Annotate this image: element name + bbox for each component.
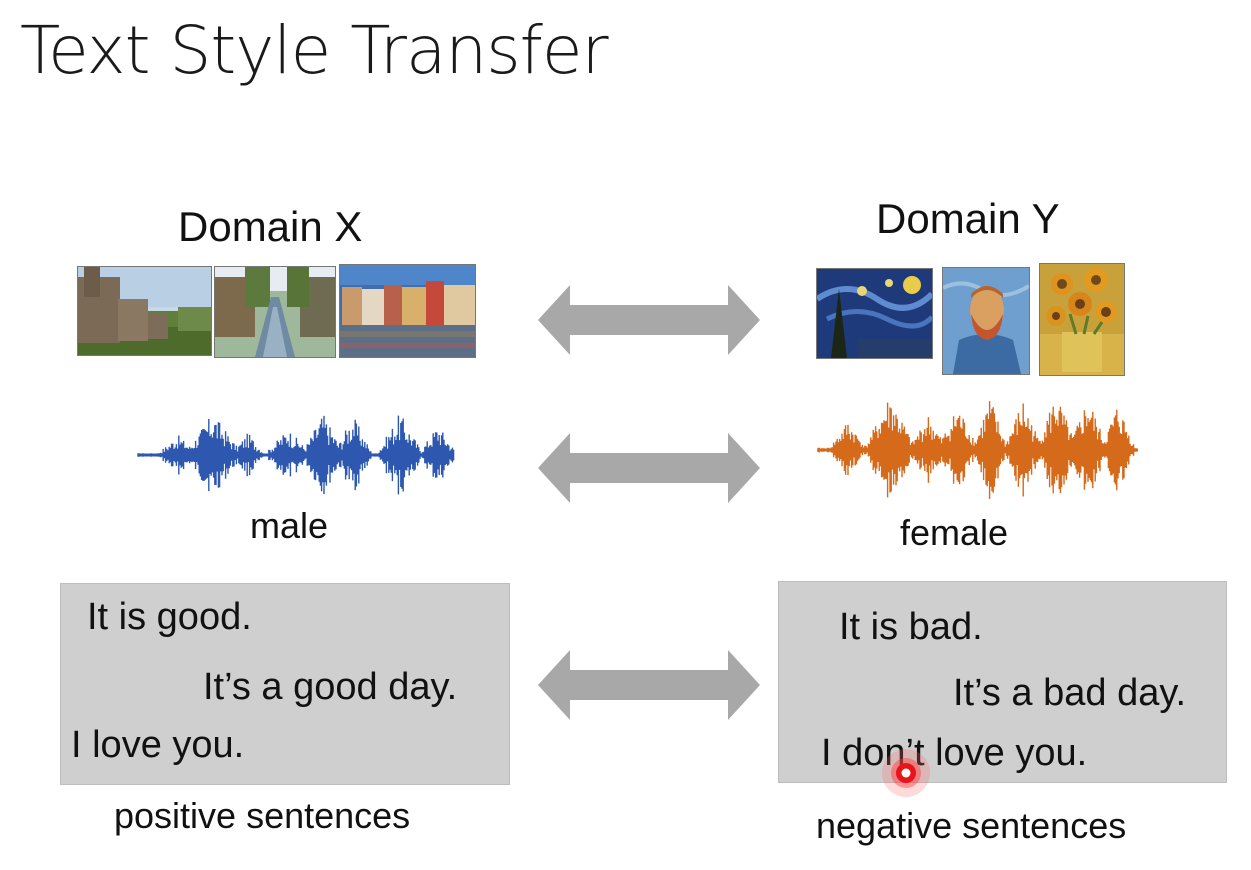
sentence: It is bad. (839, 606, 983, 648)
positive-caption: positive sentences (114, 795, 411, 836)
domain-x-heading: Domain X (178, 203, 363, 250)
male-waveform (137, 415, 455, 495)
negative-sentences-box: It is bad. It’s a bad day. I don’t love … (778, 581, 1227, 783)
female-label: female (900, 512, 1009, 553)
sunflowers-painting (1039, 263, 1125, 376)
canal-photo (214, 266, 336, 358)
double-arrow-icon (538, 650, 760, 720)
castle-photo (77, 266, 212, 356)
sentence: It’s a bad day. (953, 672, 1187, 714)
positive-sentences-box: It is good. It’s a good day. I love you. (60, 583, 510, 785)
laser-pointer-icon (882, 749, 930, 797)
self-portrait-painting (942, 267, 1030, 375)
sentence: I don’t love you. (821, 732, 1088, 774)
starry-night-painting (816, 268, 933, 359)
harbor-town-photo (339, 264, 476, 358)
slide-title: Text Style Transfer (20, 12, 609, 89)
female-waveform (817, 401, 1138, 499)
domain-y-heading: Domain Y (876, 195, 1060, 242)
double-arrow-icon (538, 433, 760, 503)
double-arrow-icon (538, 285, 760, 355)
sentence: It’s a good day. (203, 666, 458, 708)
sentence: It is good. (87, 596, 252, 638)
sentence: I love you. (71, 724, 245, 766)
male-label: male (250, 505, 329, 546)
negative-caption: negative sentences (816, 805, 1127, 846)
